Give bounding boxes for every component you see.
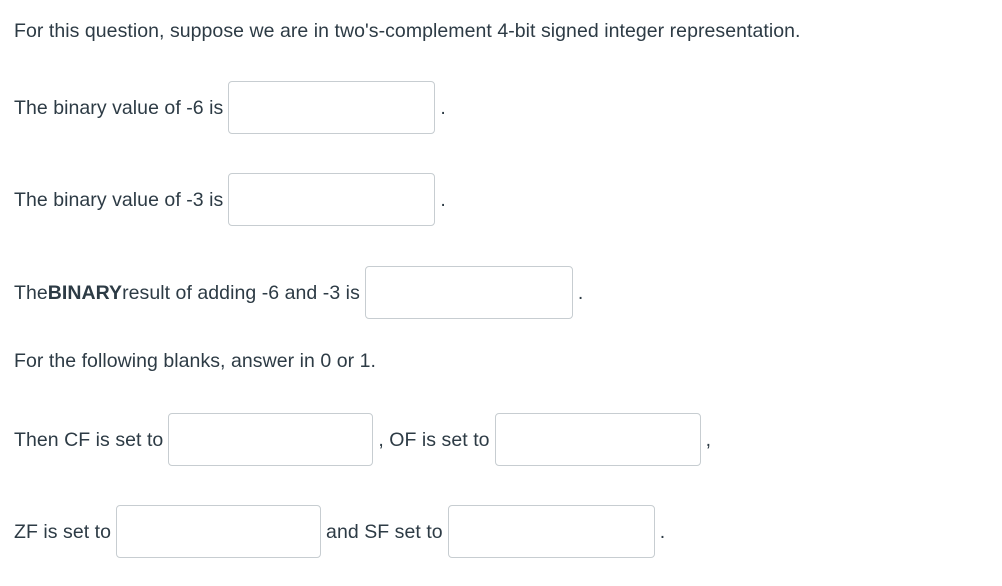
input-cf[interactable] xyxy=(168,413,374,466)
period-binary-neg6: . xyxy=(440,96,446,119)
input-sf[interactable] xyxy=(447,505,655,558)
question-row-flags-zf-sf: ZF is set to and SF set to . xyxy=(14,505,665,558)
question-row-binary-neg6: The binary value of -6 is . xyxy=(14,81,446,134)
input-zf[interactable] xyxy=(116,505,322,558)
label-binary-neg6: The binary value of -6 is xyxy=(14,96,224,119)
period-binary-neg3: . xyxy=(440,188,446,211)
note-text: For the following blanks, answer in 0 or… xyxy=(14,350,376,372)
input-binary-neg6[interactable] xyxy=(228,81,436,134)
input-of[interactable] xyxy=(494,413,701,466)
label-binary-sum-prefix: The xyxy=(14,281,48,304)
input-binary-sum[interactable] xyxy=(364,266,573,319)
label-sf: and SF set to xyxy=(326,520,443,543)
intro-text: For this question, suppose we are in two… xyxy=(14,20,801,42)
period-flags-line2: . xyxy=(659,520,666,543)
period-binary-sum: . xyxy=(577,281,584,304)
question-row-binary-neg3: The binary value of -3 is . xyxy=(14,173,446,226)
label-zf: ZF is set to xyxy=(14,520,112,543)
label-cf: Then CF is set to xyxy=(14,428,164,451)
input-binary-neg3[interactable] xyxy=(228,173,436,226)
label-binary-sum-rest: result of adding -6 and -3 is xyxy=(122,281,360,304)
label-binary-emphasis: BINARY xyxy=(47,281,123,304)
note-statement: For the following blanks, answer in 0 or… xyxy=(14,348,376,374)
label-of: , OF is set to xyxy=(378,428,490,451)
label-binary-neg3: The binary value of -3 is xyxy=(14,188,224,211)
question-row-flags-cf-of: Then CF is set to , OF is set to , xyxy=(14,413,711,466)
question-row-binary-sum: The BINARY result of adding -6 and -3 is… xyxy=(14,266,583,319)
intro-statement: For this question, suppose we are in two… xyxy=(14,18,800,44)
comma-flags-line1: , xyxy=(705,428,712,451)
